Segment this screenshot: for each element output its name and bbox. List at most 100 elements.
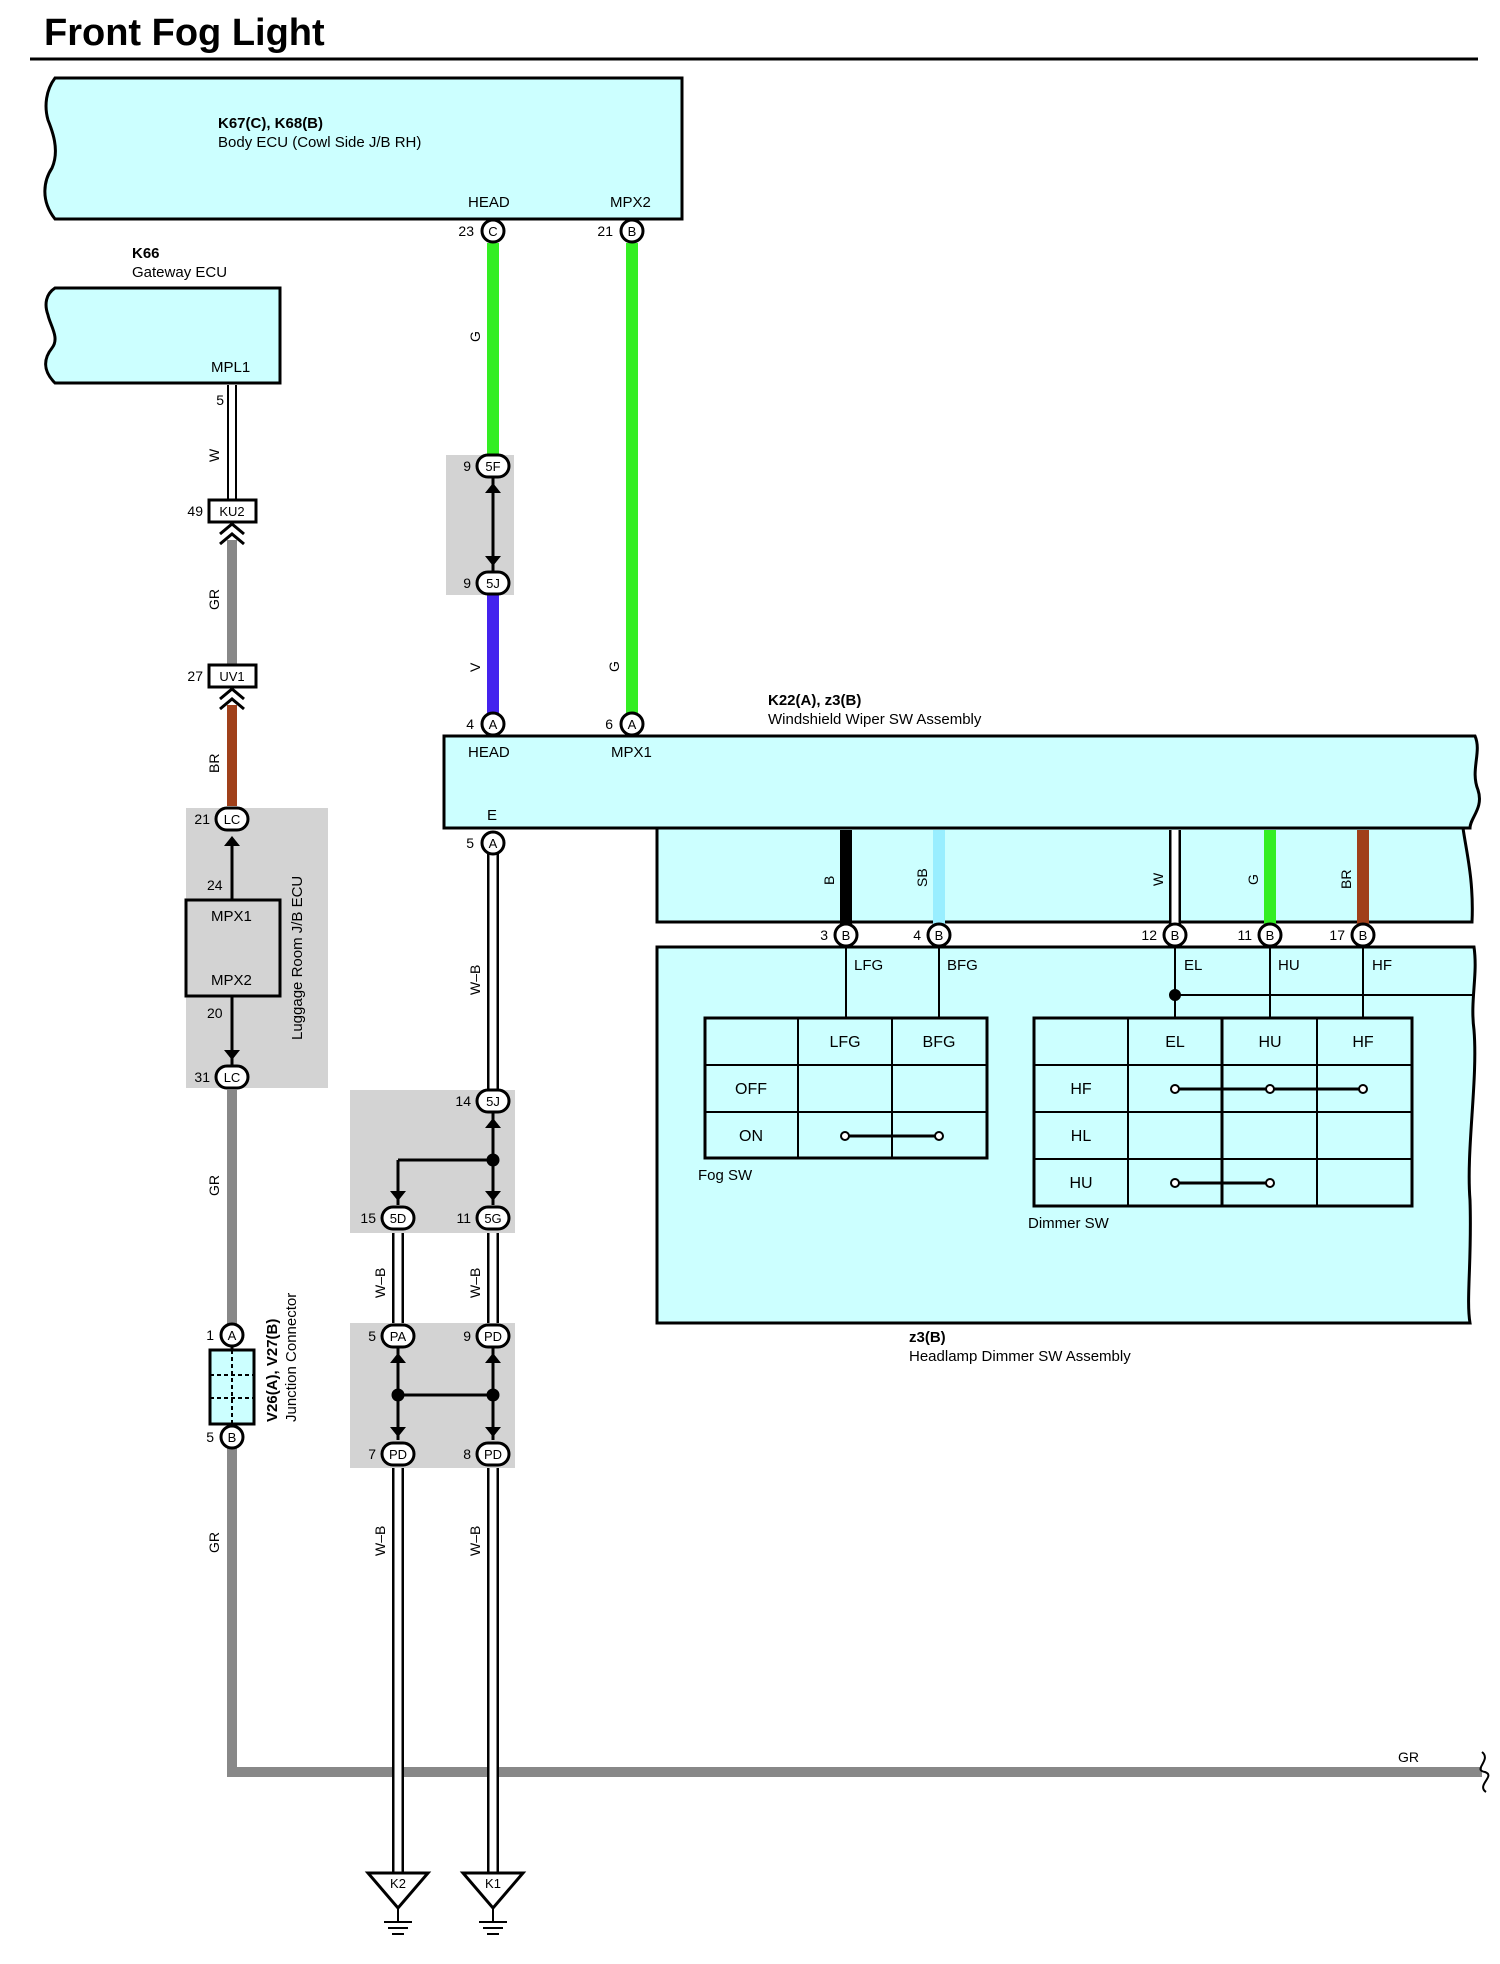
body-ecu-pin-mpx2: MPX2: [610, 194, 651, 211]
svg-text:12: 12: [1141, 927, 1157, 943]
svg-text:B: B: [935, 928, 944, 943]
fog-row-on: ON: [739, 1128, 763, 1145]
svg-text:5: 5: [206, 1429, 214, 1445]
svg-text:9: 9: [463, 1328, 471, 1344]
svg-text:LC: LC: [224, 812, 241, 827]
body-ecu-name: Body ECU (Cowl Side J/B RH): [218, 134, 421, 151]
gr-bus-break: [1479, 1751, 1490, 1793]
gateway-pin-5: 5: [216, 392, 224, 408]
connector-a4: A 4: [466, 711, 506, 737]
wiper-pin-mpx1: MPX1: [611, 744, 652, 761]
connector-5d-15: 5D 15: [360, 1191, 416, 1231]
signal-lfg: LFG: [854, 957, 883, 974]
svg-text:B: B: [1359, 928, 1368, 943]
junction-code: V26(A), V27(B): [264, 1319, 281, 1422]
wire-label-br2: BR: [1338, 870, 1354, 889]
svg-text:14: 14: [455, 1093, 471, 1109]
wire-label-wb5: W–B: [467, 1526, 483, 1556]
wiper-sw-code: K22(A), z3(B): [768, 692, 861, 709]
luggage-mpx2: MPX2: [211, 972, 252, 989]
gateway-ecu-pin-mpl1: MPL1: [211, 359, 250, 376]
connector-23c: C 23: [458, 218, 506, 244]
svg-text:15: 15: [360, 1210, 376, 1226]
svg-text:4: 4: [466, 716, 474, 732]
wire-label-gr2: GR: [206, 1175, 222, 1196]
signal-hu: HU: [1278, 957, 1300, 974]
connector-b3: B 3: [820, 922, 859, 948]
svg-text:PD: PD: [484, 1447, 502, 1462]
connector-b17: B 17: [1329, 922, 1376, 948]
junction-connector: V26(A), V27(B) Junction Connector: [208, 1293, 300, 1433]
luggage-mpx1: MPX1: [211, 908, 252, 925]
svg-text:PD: PD: [389, 1447, 407, 1462]
svg-text:11: 11: [456, 1210, 471, 1226]
connector-b4: B 4: [913, 922, 952, 948]
connector-junction-a1: A 1: [206, 1322, 245, 1348]
dimmer-row-hl: HL: [1071, 1128, 1092, 1145]
svg-text:A: A: [228, 1328, 237, 1343]
dimmer-row-hf: HF: [1070, 1081, 1092, 1098]
svg-text:B: B: [1171, 928, 1180, 943]
svg-text:KU2: KU2: [219, 504, 244, 519]
connector-5f: 5F 9: [463, 453, 511, 493]
svg-text:5J: 5J: [486, 1094, 500, 1109]
svg-text:21: 21: [194, 811, 210, 827]
svg-text:11: 11: [1237, 927, 1252, 943]
svg-text:B: B: [628, 224, 637, 239]
svg-text:A: A: [489, 836, 498, 851]
wire-label-g3: G: [1245, 874, 1261, 885]
wire-label-wb2: W–B: [372, 1268, 388, 1298]
wiper-sw-assembly: K22(A), z3(B) Windshield Wiper SW Assemb…: [442, 692, 1481, 924]
connector-pd-8: PD 8: [463, 1427, 511, 1467]
wire-label-wb4: W–B: [372, 1526, 388, 1556]
svg-text:9: 9: [463, 575, 471, 591]
svg-text:B: B: [1266, 928, 1275, 943]
connector-a6: A 6: [605, 711, 645, 737]
svg-text:31: 31: [194, 1069, 210, 1085]
wire-label-wb1: W–B: [467, 965, 483, 995]
connector-5j-14: 5J 14: [455, 1088, 511, 1128]
wiper-sw-name: Windshield Wiper SW Assembly: [768, 711, 982, 728]
connector-pa-5: PA 5: [368, 1323, 416, 1363]
svg-text:5D: 5D: [390, 1211, 407, 1226]
svg-text:5G: 5G: [484, 1211, 501, 1226]
wire-label-sb: SB: [914, 868, 930, 887]
dimmer-sw-label: Dimmer SW: [1028, 1215, 1110, 1232]
connector-b12: B 12: [1141, 922, 1188, 948]
body-ecu-code: K67(C), K68(B): [218, 115, 323, 132]
signal-bfg: BFG: [947, 957, 978, 974]
svg-text:LC: LC: [224, 1070, 241, 1085]
svg-text:8: 8: [463, 1446, 471, 1462]
luggage-pin-24: 24: [207, 877, 223, 893]
dimmer-header-hu: HU: [1258, 1034, 1281, 1051]
svg-text:C: C: [488, 224, 497, 239]
svg-text:PA: PA: [390, 1329, 407, 1344]
fog-header-bfg: BFG: [923, 1034, 956, 1051]
connector-junction-b5: B 5: [206, 1424, 245, 1450]
connector-5j-top: 5J 9: [463, 556, 511, 596]
body-ecu: K67(C), K68(B) Body ECU (Cowl Side J/B R…: [43, 76, 684, 221]
connector-uv1: UV1 27: [187, 663, 258, 711]
connector-a5: A 5: [466, 830, 506, 856]
body-ecu-pin-head: HEAD: [468, 194, 510, 211]
wiper-pin-head: HEAD: [468, 744, 510, 761]
svg-text:3: 3: [820, 927, 828, 943]
connector-lc-bottom: LC 31: [194, 1050, 250, 1090]
internal-signal-lines: [845, 947, 1474, 1018]
gateway-ecu-code: K66: [132, 245, 160, 262]
page-title: Front Fog Light: [44, 12, 325, 54]
dimmer-header-hf: HF: [1352, 1034, 1374, 1051]
fog-header-lfg: LFG: [829, 1034, 860, 1051]
svg-text:5: 5: [466, 835, 474, 851]
connector-b11: B 11: [1237, 922, 1283, 948]
connector-lc-top: LC 21: [194, 806, 250, 846]
gateway-ecu: K66 Gateway ECU MPL1: [44, 245, 282, 385]
wire-label-w: W: [206, 448, 222, 462]
luggage-name: Luggage Room J/B ECU: [289, 876, 306, 1040]
gateway-ecu-name: Gateway ECU: [132, 264, 227, 281]
svg-text:UV1: UV1: [219, 669, 244, 684]
connector-ku2: KU2 49: [187, 498, 258, 546]
svg-text:B: B: [842, 928, 851, 943]
wire-label-gr3: GR: [206, 1532, 222, 1553]
